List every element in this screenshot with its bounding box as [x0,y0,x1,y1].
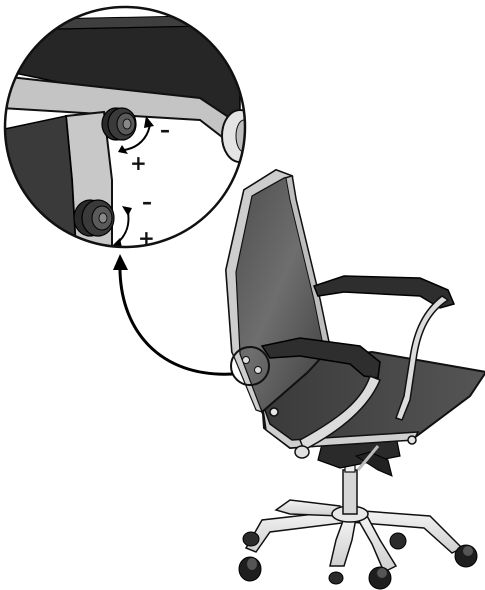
zoom-detail: – + – + [0,7,258,250]
tension-knob-upper [102,108,136,140]
minus-label-upper: – [160,118,170,142]
plus-label-lower: + [138,226,155,250]
frame-bolt-right [408,436,416,444]
knob-marker-upper [243,357,250,364]
callout-arrow [113,254,233,374]
tension-knob-lower [74,200,114,236]
frame-bolt-left [270,408,278,416]
chair [226,170,485,589]
plus-label-upper: + [130,151,147,175]
minus-label-lower: – [142,190,152,214]
knob-marker-lower [255,367,262,374]
